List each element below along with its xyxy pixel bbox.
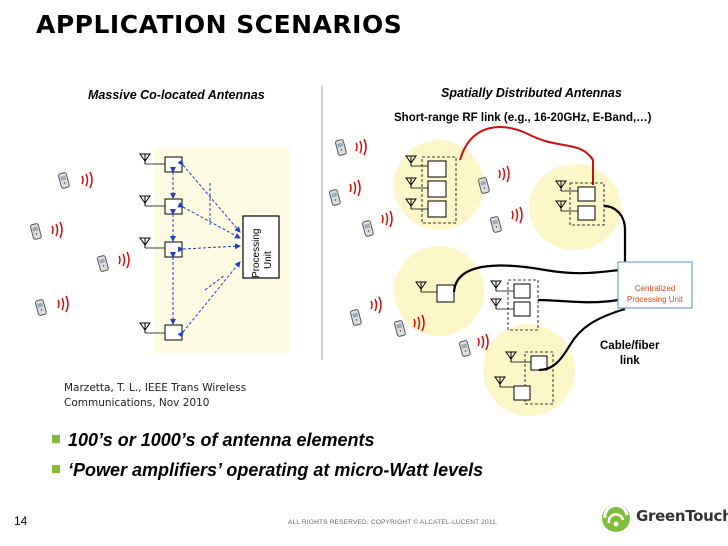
radio-waves-icon (355, 138, 367, 156)
bullet-text: 100’s or 1000’s of antenna elements (68, 430, 375, 450)
page-number: 14 (14, 514, 28, 528)
citation: Marzetta, T. L., IEEE Trans Wireless Com… (64, 381, 246, 411)
cluster-area (529, 164, 621, 250)
antenna-icon (139, 195, 151, 207)
right-section-heading: Spatially Distributed Antennas (441, 86, 622, 100)
copyright-notice: ALL RIGHTS RESERVED. COPYRIGHT © ALCATEL… (288, 519, 498, 526)
radio-waves-icon (57, 295, 69, 313)
mobile-phone-icon (57, 171, 71, 190)
rf-link-note: Short-range RF link (e.g., 16-20GHz, E-B… (394, 112, 652, 124)
mobile-phone-icon (34, 298, 48, 317)
cable-label-line2: link (619, 355, 640, 367)
cpu-label-line2: Processing Unit (626, 295, 684, 304)
centralized-processing-unit-box (617, 261, 693, 309)
cluster-5-antennas (494, 351, 554, 405)
radio-unit-box (164, 156, 183, 173)
cluster-2-antennas (555, 180, 605, 226)
bullet-item: ‘Power amplifiers’ operating at micro-Wa… (52, 460, 483, 481)
bullet-item: 100’s or 1000’s of antenna elements (52, 430, 375, 451)
mobile-phone-icon (96, 254, 110, 273)
radio-waves-icon (511, 206, 523, 224)
distributed-antenna-clusters (394, 140, 621, 416)
antenna-icon (139, 322, 151, 334)
processing-unit-label-line1: Processing (251, 229, 262, 278)
left-section-heading: Massive Co-located Antennas (88, 88, 265, 102)
cpu-label-line1: Centralized (634, 284, 676, 293)
cable-fiber-label: Cable/fiber link (600, 339, 659, 369)
cable-label-line1: Cable/fiber (600, 340, 660, 352)
processing-links (177, 159, 241, 338)
cluster-3-antennas (415, 281, 455, 303)
centralized-processing-unit-label: Centralized Processing Unit (620, 283, 690, 305)
radio-unit-box (164, 324, 183, 341)
antenna-icon (139, 237, 151, 249)
cable-links (452, 204, 627, 372)
mobile-phone-icon (334, 138, 348, 157)
radio-waves-icon (118, 251, 130, 269)
radio-waves-icon (349, 179, 361, 197)
bullet-text: ‘Power amplifiers’ operating at micro-Wa… (68, 460, 484, 480)
mobile-phone-icon (29, 222, 43, 241)
radio-waves-icon (477, 333, 489, 351)
cluster-area (483, 324, 575, 416)
bullet-marker-icon (52, 465, 60, 474)
bullet-marker-icon (52, 435, 60, 444)
citation-line2: Communications, Nov 2010 (64, 397, 210, 409)
processing-unit-label-line2: Unit (263, 251, 274, 269)
radio-unit-box (164, 241, 183, 258)
radio-waves-icon (498, 165, 510, 183)
antenna-icon (490, 298, 502, 310)
mobile-phone-icon (349, 308, 363, 327)
citation-line1: Marzetta, T. L., IEEE Trans Wireless (64, 382, 247, 394)
radio-waves-icon (51, 221, 63, 239)
greentouch-logo-icon (602, 503, 630, 532)
antenna-icon (139, 153, 151, 165)
cluster-4-antennas (490, 279, 539, 331)
processing-unit-box (242, 215, 280, 279)
mobile-phone-icon (361, 219, 375, 238)
mobile-phone-icon (328, 188, 342, 207)
mobile-phone-icon (458, 339, 472, 358)
radio-unit-box (164, 198, 183, 215)
mobile-phone-icon (489, 215, 503, 234)
antenna-icon (490, 280, 502, 292)
radio-waves-icon (370, 296, 382, 314)
rf-link (459, 126, 594, 185)
slide-title: APPLICATION SCENARIOS (36, 10, 403, 39)
mobile-phone-icon (393, 319, 407, 338)
logo-text: GreenTouch (636, 507, 728, 525)
cluster-1-antennas (405, 155, 457, 224)
radio-waves-icon (381, 210, 393, 228)
radio-waves-icon (81, 171, 93, 189)
